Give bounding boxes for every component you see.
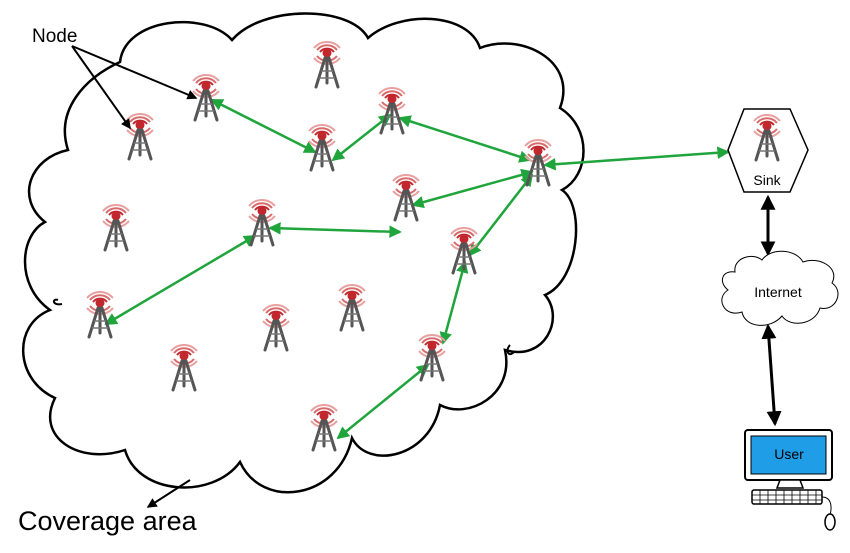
internet-label: Internet <box>754 284 802 300</box>
sink-label: Sink <box>753 172 781 188</box>
node-label: Node <box>32 26 77 47</box>
coverage-arrow <box>146 479 191 508</box>
cloud-icon <box>721 250 839 326</box>
sink-node: Sink <box>727 108 809 193</box>
node-callout-arrows <box>71 45 198 130</box>
monitor-stand <box>775 479 805 489</box>
internet-cloud: Internet <box>721 250 839 326</box>
keyboard <box>751 489 823 505</box>
coverage-area-label: Coverage area <box>18 506 198 536</box>
monitor-screen <box>750 435 827 475</box>
user-label: User <box>774 446 804 462</box>
user-computer: User <box>744 429 836 531</box>
coverage-area-cloud <box>22 12 585 494</box>
wireless-links <box>104 98 730 440</box>
internet-user-link <box>761 323 782 427</box>
mouse <box>824 513 836 531</box>
mouse-cable <box>821 496 832 516</box>
